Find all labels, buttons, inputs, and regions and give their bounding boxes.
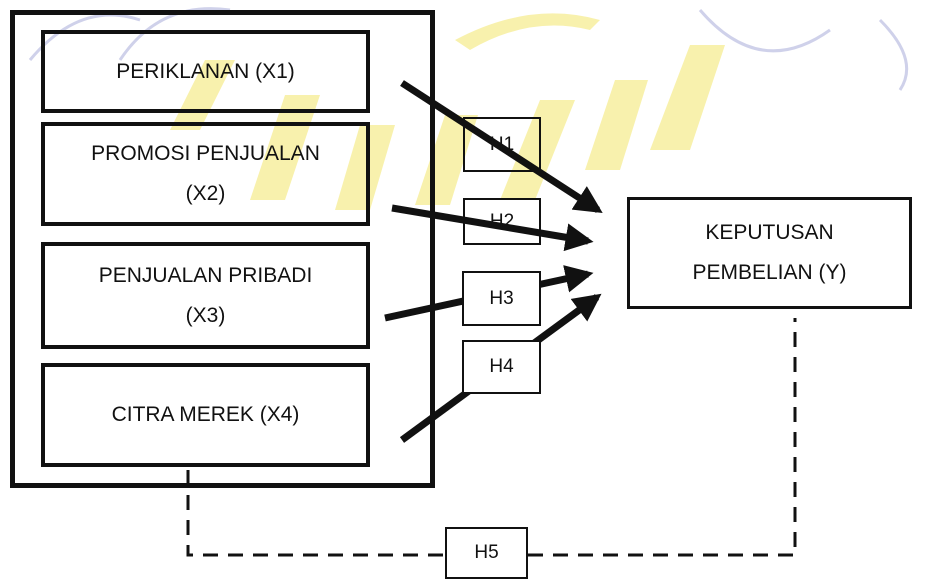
- hypothesis-h4-label: H4: [462, 340, 541, 394]
- hypothesis-h1-text: H1: [490, 134, 514, 156]
- hypothesis-h3-label: H3: [462, 271, 541, 326]
- hypothesis-h1-label: H1: [463, 117, 541, 172]
- hypothesis-h2-text: H2: [490, 211, 514, 233]
- hypothesis-h5-label: H5: [445, 527, 528, 579]
- hypothesis-h3-text: H3: [489, 288, 513, 310]
- hypothesis-h4-text: H4: [489, 356, 513, 378]
- hypothesis-h5-text: H5: [474, 542, 498, 564]
- hypothesis-h2-label: H2: [463, 198, 541, 245]
